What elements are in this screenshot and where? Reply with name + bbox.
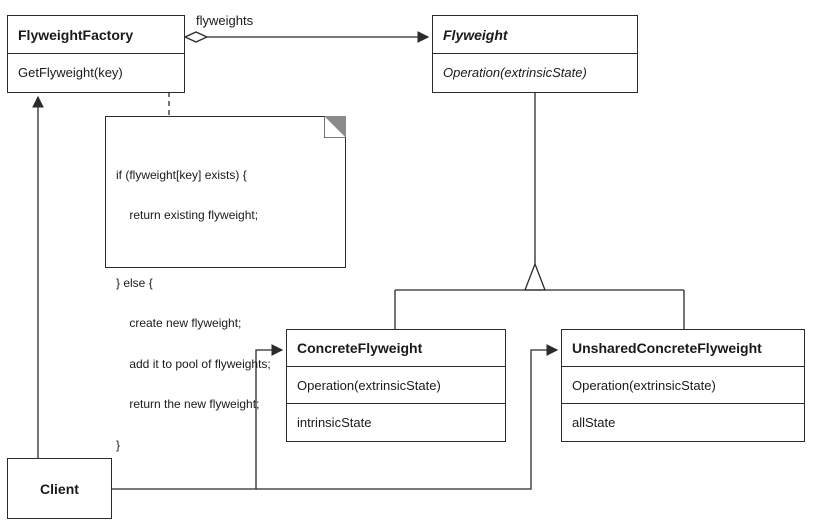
class-name: Client [40, 480, 79, 497]
factory-note: if (flyweight[key] exists) { return exis… [105, 116, 346, 451]
note-line: } else { [116, 275, 153, 290]
note-line: return the new flyweight; [116, 397, 260, 411]
class-name: FlyweightFactory [8, 16, 184, 54]
note-line: if (flyweight[key] exists) { [116, 167, 247, 182]
class-flyweight-factory[interactable]: FlyweightFactory GetFlyweight(key) [7, 15, 185, 93]
class-operation: Operation(extrinsicState) [562, 367, 804, 404]
class-operation: GetFlyweight(key) [18, 65, 123, 80]
association-label: flyweights [196, 13, 254, 28]
class-attribute: allState [572, 414, 616, 430]
aggregation-diamond [183, 31, 209, 43]
class-operation: Operation(extrinsicState) [443, 65, 587, 80]
client-to-concrete-association [112, 344, 284, 490]
client-to-unshared-association [256, 344, 559, 490]
generalization-tree [394, 93, 685, 329]
association-end-dot [417, 33, 425, 41]
class-operation: Operation(extrinsicState) [287, 367, 505, 404]
class-flyweight[interactable]: Flyweight Operation(extrinsicState) [432, 15, 638, 93]
inheritance-triangle [524, 262, 546, 291]
note-line: } [116, 437, 121, 452]
class-client[interactable]: Client [7, 458, 112, 519]
class-name: ConcreteFlyweight [287, 330, 505, 367]
note-line: create new flyweight; [116, 316, 242, 330]
note-line: return existing flyweight; [116, 208, 259, 222]
note-fold-icon [324, 116, 346, 138]
note-line: add it to pool of flyweights; [116, 356, 271, 371]
class-attribute: intrinsicState [297, 414, 372, 430]
class-unshared-concrete-flyweight[interactable]: UnsharedConcreteFlyweight Operation(extr… [561, 329, 805, 442]
class-concrete-flyweight[interactable]: ConcreteFlyweight Operation(extrinsicSta… [286, 329, 506, 442]
class-name: Flyweight [433, 16, 637, 54]
class-name: UnsharedConcreteFlyweight [562, 330, 804, 367]
aggregation-factory-to-flyweight [183, 31, 430, 43]
